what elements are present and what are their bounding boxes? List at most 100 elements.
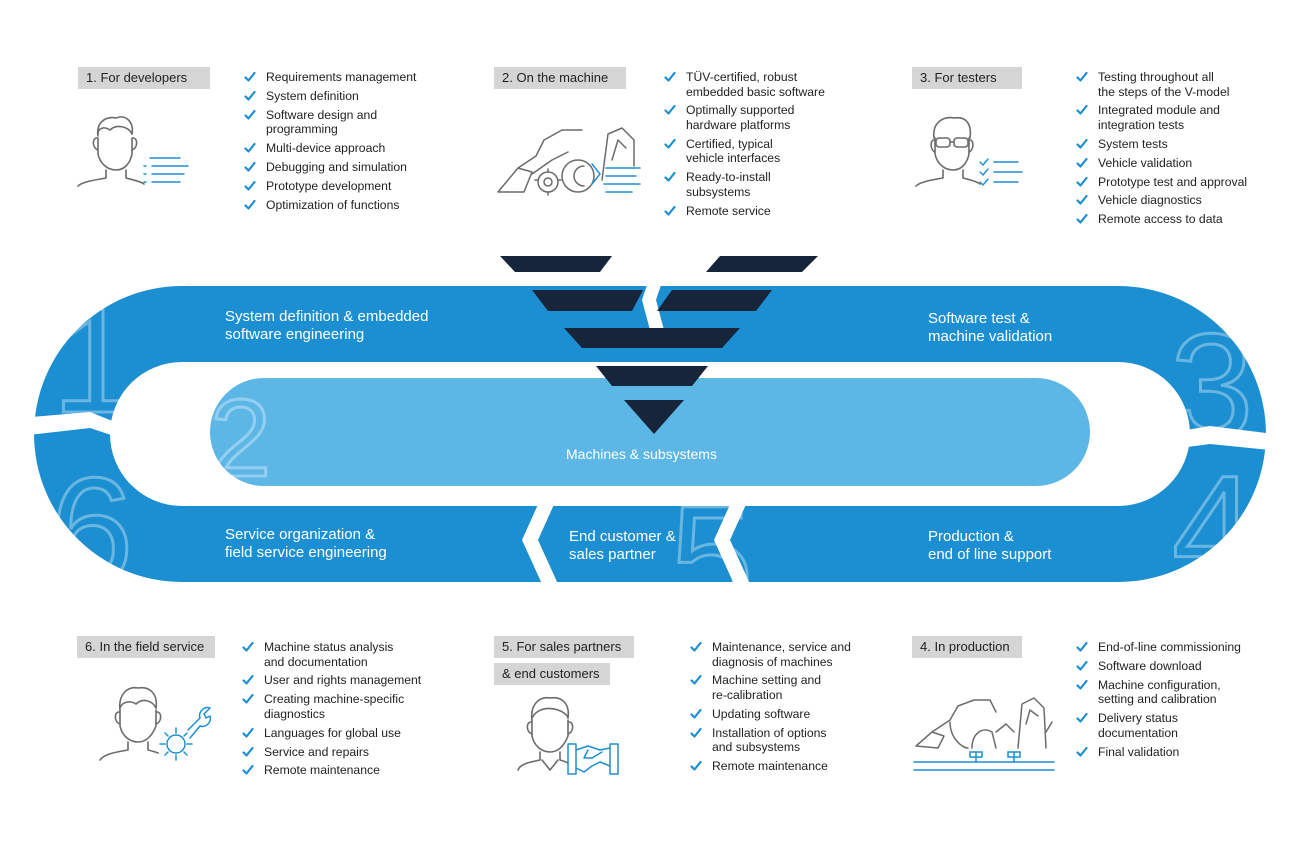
sales-partner-icon — [517, 696, 619, 775]
developers-list: Requirements management System definitio… — [244, 70, 416, 217]
list-item: Service and repairs — [242, 745, 421, 760]
check-icon — [244, 90, 256, 101]
machine-icon — [497, 127, 641, 196]
check-icon — [242, 727, 254, 738]
check-icon — [1076, 195, 1088, 206]
list-item: User and rights management — [242, 673, 421, 688]
list-item: System tests — [1076, 137, 1247, 152]
sales-list: Maintenance, service and diagnosis of ma… — [690, 640, 851, 778]
list-item: Ready-to-install subsystems — [664, 170, 825, 199]
list-item: Certified, typical vehicle interfaces — [664, 137, 825, 166]
developer-icon — [77, 116, 189, 187]
check-icon — [242, 641, 254, 652]
ring-number-5: 5 — [670, 474, 753, 642]
list-item: Optimization of functions — [244, 198, 416, 213]
check-icon — [244, 143, 256, 153]
list-item: Testing throughout all the steps of the … — [1076, 70, 1247, 99]
list-item: Software design and programming — [244, 108, 416, 137]
check-icon — [1076, 679, 1088, 690]
segment-machines: Machines & subsystems — [566, 446, 717, 462]
inner-number-2: 2 — [210, 377, 271, 500]
field-service-icon — [99, 686, 212, 761]
machine-header: 2. On the machine — [494, 67, 626, 89]
list-item: Machine configuration, setting and calib… — [1076, 678, 1241, 707]
list-item: TÜV-certified, robust embedded basic sof… — [664, 70, 825, 99]
check-icon — [1076, 71, 1088, 82]
list-item: Remote maintenance — [690, 759, 851, 774]
check-icon — [664, 105, 676, 115]
check-icon — [690, 727, 702, 738]
ring-number-4: 4 — [1172, 444, 1255, 612]
check-icon — [1076, 713, 1088, 723]
field-service-header: 6. In the field service — [77, 636, 215, 658]
list-item: Machine setting and re-calibration — [690, 673, 851, 702]
check-icon — [664, 138, 676, 149]
tester-icon — [915, 116, 1023, 187]
list-item: Remote access to data — [1076, 212, 1247, 227]
production-list: End-of-line commissioning Software downl… — [1076, 640, 1241, 763]
check-icon — [1076, 746, 1088, 757]
list-item: Debugging and simulation — [244, 160, 416, 175]
list-item: Multi-device approach — [244, 141, 416, 156]
check-icon — [664, 71, 676, 82]
list-item: Languages for global use — [242, 726, 421, 741]
sales-header-line1: 5. For sales partners — [494, 636, 634, 658]
sales-header-line2: & end customers — [494, 663, 610, 685]
check-icon — [244, 109, 256, 120]
segment-production: Production & end of line support — [928, 528, 1052, 563]
segment-software-test: Software test & machine validation — [928, 310, 1053, 345]
v-model-shape — [500, 256, 818, 434]
list-item: Vehicle validation — [1076, 156, 1247, 171]
ring-number-6: 6 — [50, 446, 133, 614]
check-icon — [690, 675, 702, 685]
check-icon — [664, 205, 676, 216]
check-icon — [1076, 157, 1088, 168]
check-icon — [242, 746, 254, 757]
testers-list: Testing throughout all the steps of the … — [1076, 70, 1247, 231]
check-icon — [690, 760, 702, 771]
check-icon — [1076, 660, 1088, 671]
list-item: Final validation — [1076, 745, 1241, 760]
list-item: Delivery status documentation — [1076, 711, 1241, 740]
inner-pill — [210, 378, 1090, 486]
check-icon — [664, 172, 676, 182]
check-icon — [1076, 105, 1088, 115]
list-item: Machine status analysis and documentatio… — [242, 640, 421, 669]
list-item: Updating software — [690, 707, 851, 722]
check-icon — [690, 708, 702, 719]
list-item: Creating machine-specific diagnostics — [242, 692, 421, 721]
check-icon — [690, 641, 702, 652]
production-icon — [913, 697, 1055, 771]
list-item: Remote maintenance — [242, 763, 421, 778]
check-icon — [1076, 214, 1088, 224]
check-icon — [1076, 138, 1088, 149]
list-item: Prototype test and approval — [1076, 175, 1247, 190]
list-item: System definition — [244, 89, 416, 104]
check-icon — [242, 694, 254, 704]
segment-end-customer: End customer & sales partner — [569, 528, 676, 563]
check-icon — [242, 765, 254, 776]
check-icon — [1076, 176, 1088, 187]
machine-list: TÜV-certified, robust embedded basic sof… — [664, 70, 825, 222]
check-icon — [244, 180, 256, 191]
field-service-list: Machine status analysis and documentatio… — [242, 640, 421, 782]
check-icon — [242, 675, 254, 685]
check-icon — [244, 199, 256, 210]
check-icon — [244, 161, 256, 172]
testers-header: 3. For testers — [912, 67, 1022, 89]
segment-service: Service organization & field service eng… — [225, 526, 387, 561]
list-item: End-of-line commissioning — [1076, 640, 1241, 655]
ring-gaps — [20, 270, 1290, 584]
check-icon — [244, 71, 256, 82]
list-item: Vehicle diagnostics — [1076, 193, 1247, 208]
list-item: Installation of options and subsystems — [690, 726, 851, 755]
production-header: 4. In production — [912, 636, 1022, 658]
list-item: Requirements management — [244, 70, 416, 85]
list-item: Remote service — [664, 204, 825, 219]
check-icon — [1076, 641, 1088, 652]
list-item: Prototype development — [244, 179, 416, 194]
list-item: Optimally supported hardware platforms — [664, 103, 825, 132]
list-item: Maintenance, service and diagnosis of ma… — [690, 640, 851, 669]
developers-header: 1. For developers — [78, 67, 210, 89]
